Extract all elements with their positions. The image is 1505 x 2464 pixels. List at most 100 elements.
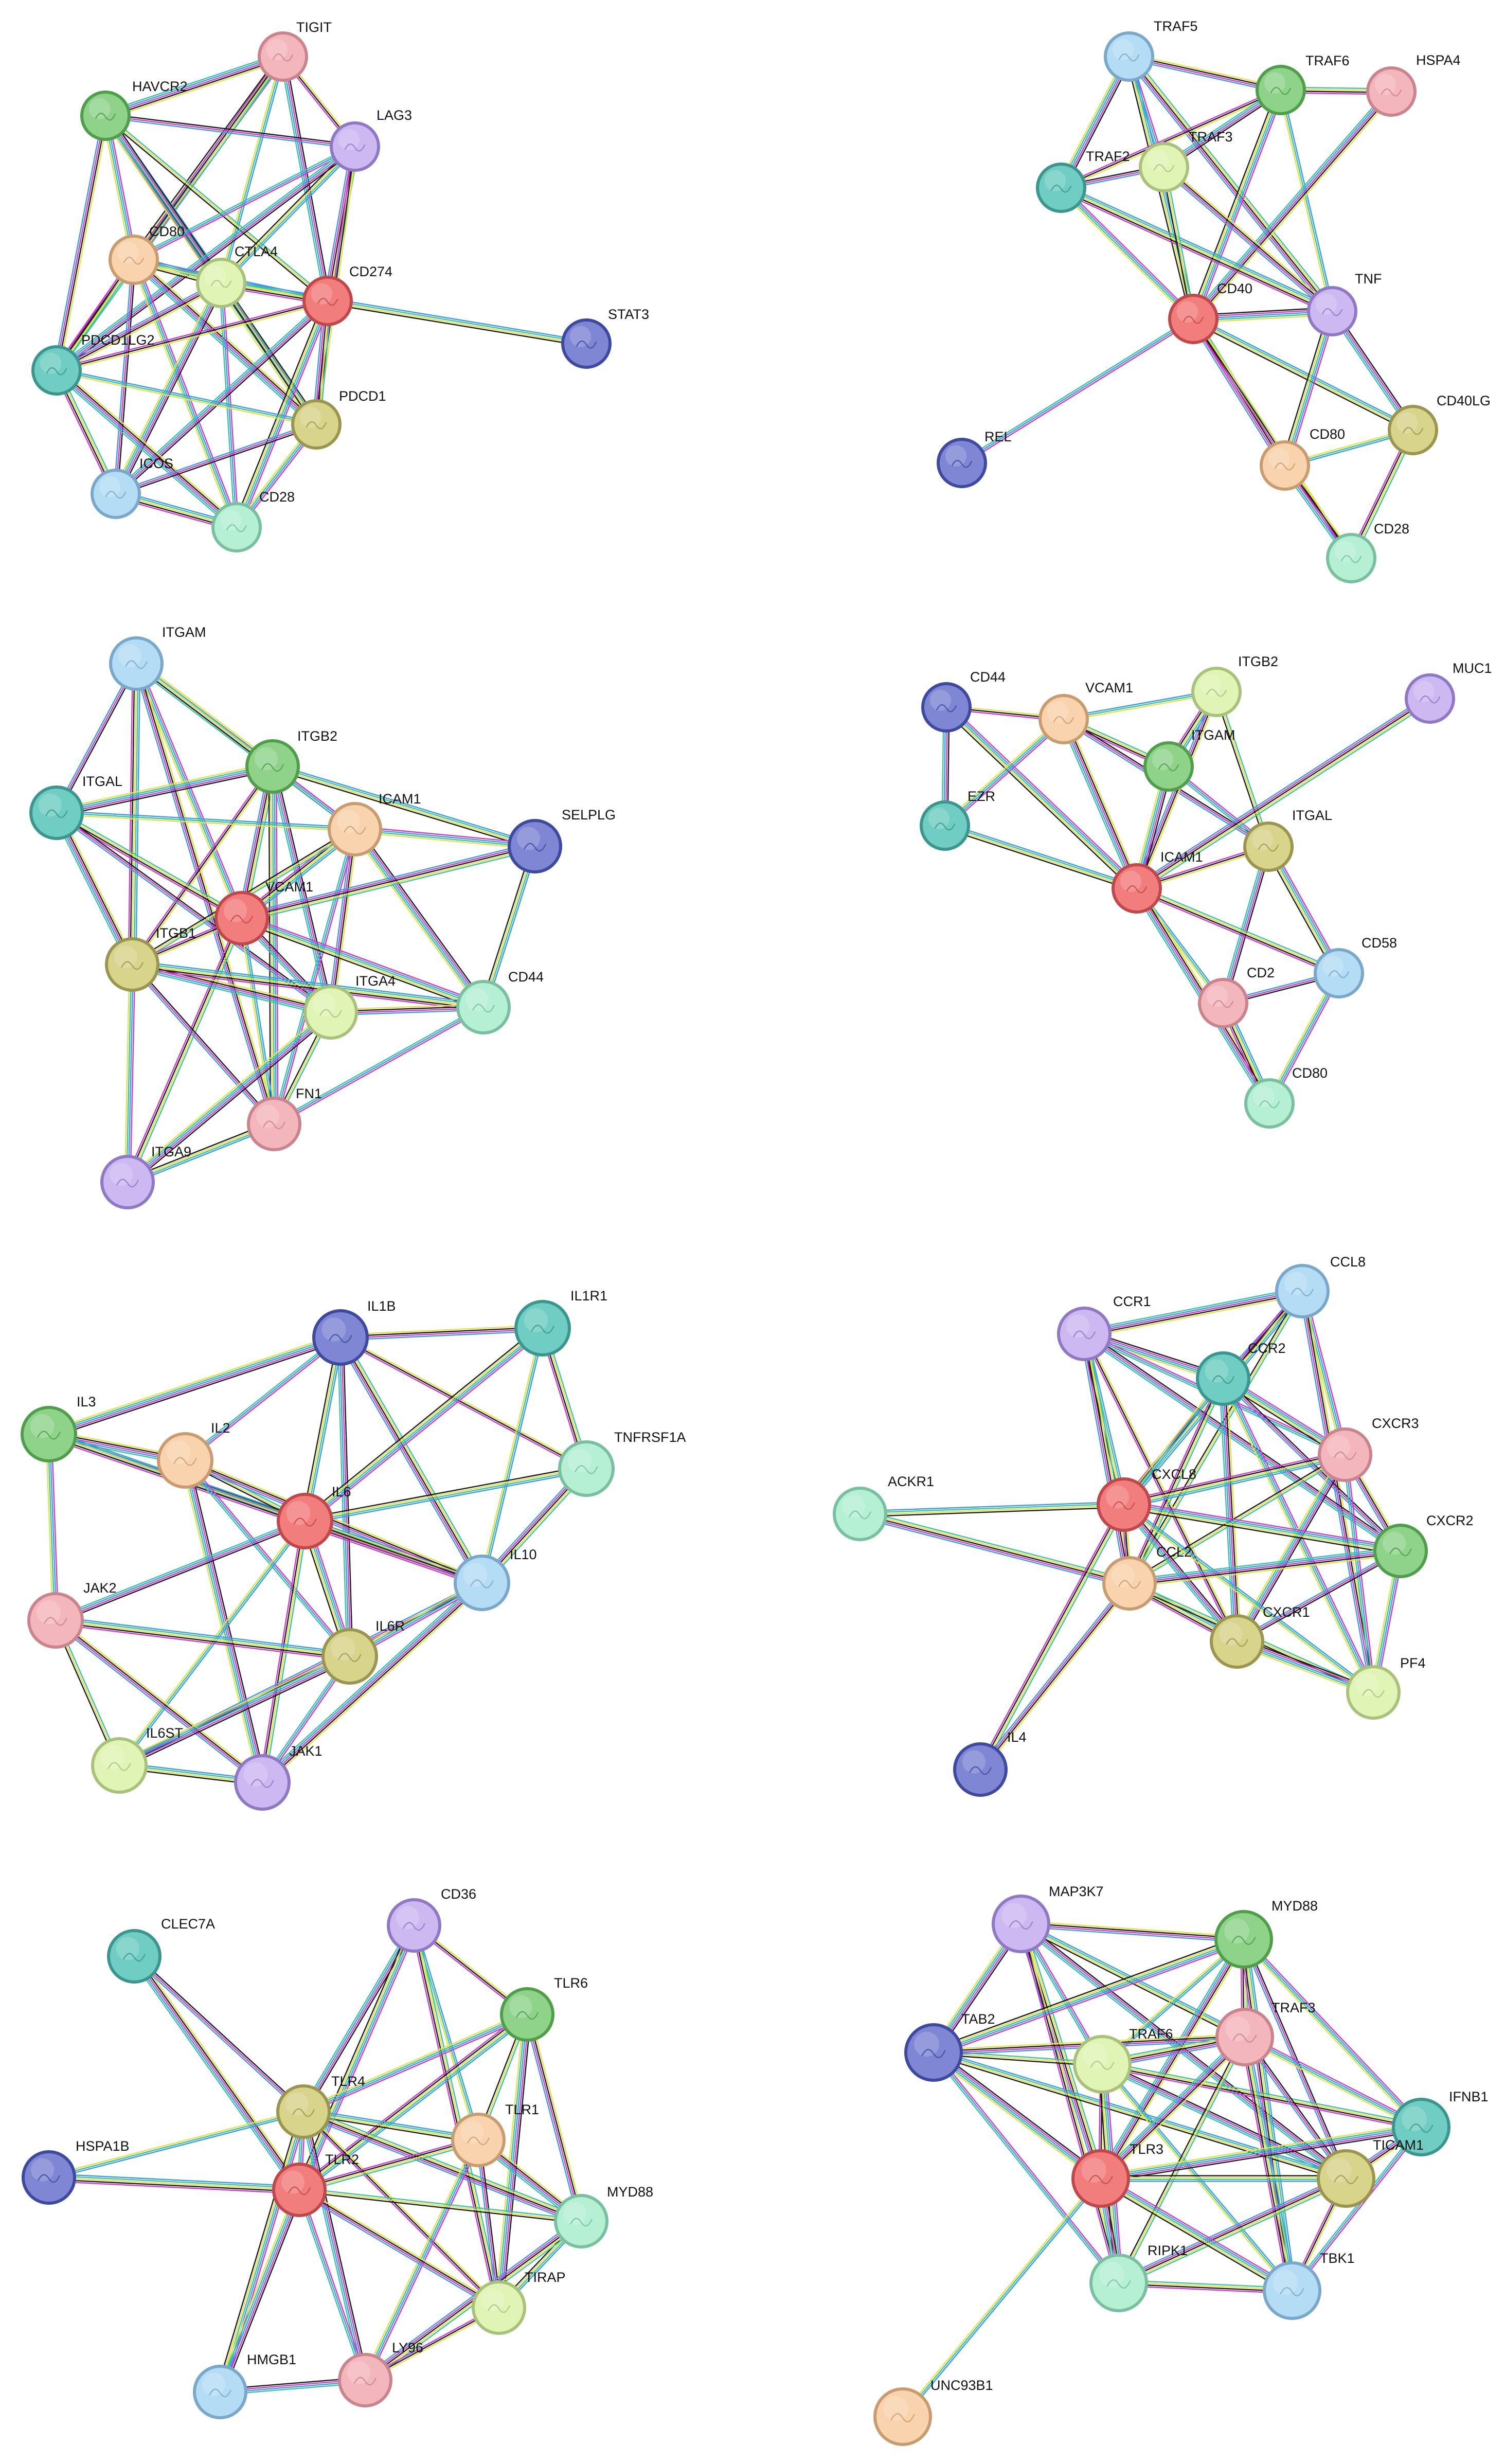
node-ccr1[interactable]: CCR1 [1057,1294,1151,1361]
node-tlr3[interactable]: TLR3 [1071,2141,1163,2208]
node-circle[interactable] [272,2163,327,2217]
node-vcam1[interactable]: VCAM1 [214,879,313,945]
node-circle[interactable] [1214,1910,1273,1969]
node-il2[interactable]: IL2 [157,1420,230,1489]
node-il10[interactable]: IL10 [454,1547,537,1611]
node-havcr2[interactable]: HAVCR2 [80,79,188,141]
node-circle[interactable] [472,2280,526,2335]
node-circle[interactable] [1317,2149,1375,2208]
node-circle[interactable] [454,1555,510,1611]
node-fn1[interactable]: FN1 [247,1086,322,1151]
node-tlr2[interactable]: TLR2 [272,2152,359,2217]
node-il4[interactable]: IL4 [953,1729,1027,1797]
node-ticam1[interactable]: TICAM1 [1317,2137,1424,2208]
node-cxcr1[interactable]: CXCR1 [1210,1604,1310,1669]
node-myd88[interactable]: MYD88 [1214,1898,1318,1969]
node-circle[interactable] [303,985,358,1040]
node-map3k7[interactable]: MAP3K7 [992,1884,1104,1953]
node-tnf[interactable]: TNF [1307,271,1382,336]
node-circle[interactable] [514,1300,571,1356]
node-circle[interactable] [1373,1524,1428,1578]
node-circle[interactable] [276,2084,331,2139]
node-unc93b1[interactable]: UNC93B1 [873,2378,993,2446]
node-cd80[interactable]: CD80 [1244,1065,1328,1129]
node-circle[interactable] [328,802,382,856]
node-tirap[interactable]: TIRAP [472,2270,566,2335]
node-cxcr2[interactable]: CXCR2 [1373,1513,1474,1578]
node-tlr6[interactable]: TLR6 [500,1975,588,2042]
node-hspa4[interactable]: HSPA4 [1366,52,1461,117]
node-circle[interactable] [107,1929,162,1984]
node-rel[interactable]: REL [937,429,1012,488]
node-tlr4[interactable]: TLR4 [276,2074,365,2139]
node-ackr1[interactable]: ACKR1 [833,1474,934,1541]
node-muc1[interactable]: MUC1 [1405,660,1492,724]
node-circle[interactable] [508,819,562,873]
node-circle[interactable] [1346,1665,1401,1720]
node-circle[interactable] [1073,2035,1132,2094]
node-circle[interactable] [1089,2254,1148,2312]
node-itga9[interactable]: ITGA9 [100,1144,191,1209]
node-ccr2[interactable]: CCR2 [1196,1341,1286,1406]
node-circle[interactable] [1097,1477,1151,1532]
node-circle[interactable] [873,2387,932,2446]
node-circle[interactable] [27,1592,84,1649]
node-cd28[interactable]: CD28 [1326,521,1409,583]
node-hspa1b[interactable]: HSPA1B [22,2138,130,2205]
node-circle[interactable] [1071,2149,1130,2208]
node-tbk1[interactable]: TBK1 [1263,2251,1355,2320]
node-circle[interactable] [321,1628,378,1685]
node-circle[interactable] [387,1898,441,1953]
node-cd80[interactable]: CD80 [109,224,185,285]
node-traf3[interactable]: TRAF3 [1139,129,1233,192]
node-cd44[interactable]: CD44 [456,969,544,1034]
node-circle[interactable] [100,1155,155,1209]
node-circle[interactable] [1263,2261,1321,2320]
node-circle[interactable] [1102,1556,1157,1611]
node-cd40lg[interactable]: CD40LG [1388,393,1491,455]
node-circle[interactable] [456,980,511,1034]
node-circle[interactable] [833,1487,887,1541]
node-icam1[interactable]: ICAM1 [328,791,421,856]
node-cd40[interactable]: CD40 [1168,281,1252,344]
node-lag3[interactable]: LAG3 [330,108,412,172]
node-circle[interactable] [247,1097,301,1151]
node-circle[interactable] [22,2150,76,2205]
node-itgb1[interactable]: ITGB1 [105,925,196,992]
node-cd274[interactable]: CD274 [302,264,392,326]
node-tlr1[interactable]: TLR1 [451,2102,539,2167]
node-circle[interactable] [1392,2098,1450,2156]
node-ifnb1[interactable]: IFNB1 [1392,2089,1489,2156]
node-cxcr3[interactable]: CXCR3 [1318,1416,1419,1482]
node-circle[interactable] [234,1754,291,1811]
node-circle[interactable] [500,1987,554,2042]
node-circle[interactable] [451,2113,506,2167]
node-circle[interactable] [109,636,164,691]
node-itgb2[interactable]: ITGB2 [245,728,337,794]
node-cd36[interactable]: CD36 [387,1886,476,1953]
node-pf4[interactable]: PF4 [1346,1655,1426,1720]
node-traf6[interactable]: TRAF6 [1073,2026,1173,2094]
node-circle[interactable] [21,1406,77,1462]
node-circle[interactable] [558,1440,615,1497]
node-circle[interactable] [29,785,84,840]
node-circle[interactable] [953,1742,1008,1797]
node-circle[interactable] [1215,2008,1274,2066]
node-circle[interactable] [277,1493,333,1549]
node-ctla4[interactable]: CTLA4 [196,244,278,308]
node-circle[interactable] [245,739,300,794]
node-circle[interactable] [1057,1307,1112,1361]
node-il6[interactable]: IL6 [277,1484,351,1549]
node-vcam1[interactable]: VCAM1 [1038,680,1133,744]
node-circle[interactable] [105,937,159,992]
node-traf3[interactable]: TRAF3 [1215,2000,1316,2066]
node-hmgb1[interactable]: HMGB1 [193,2352,296,2419]
node-itgal[interactable]: ITGAL [1243,808,1332,872]
node-circle[interactable] [338,2353,392,2407]
node-ccl8[interactable]: CCL8 [1275,1254,1366,1318]
node-circle[interactable] [157,1432,213,1489]
node-ly96[interactable]: LY96 [338,2340,423,2407]
node-icos[interactable]: ICOS [91,456,173,519]
node-traf2[interactable]: TRAF2 [1036,149,1130,213]
node-circle[interactable] [91,1737,148,1794]
